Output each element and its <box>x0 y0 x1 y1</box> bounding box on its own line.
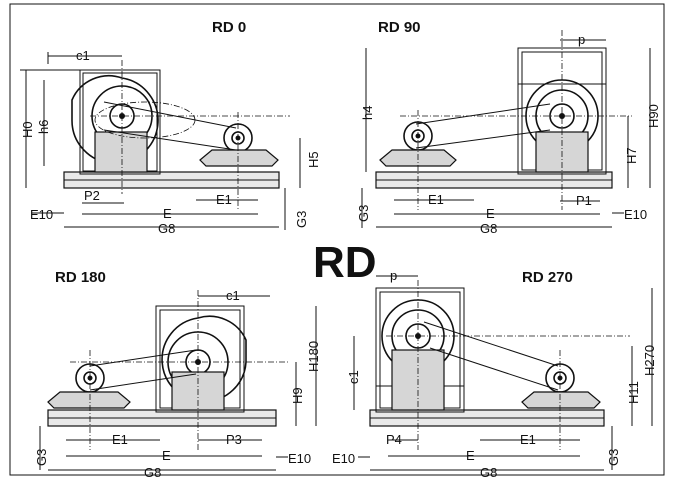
view-rd270: RD 270 p c1 H270 H11 P4 E1 E10 E <box>332 268 657 480</box>
motor-mount <box>521 391 601 409</box>
motor-mount <box>47 391 131 409</box>
view-title-rd90: RD 90 <box>378 19 421 36</box>
dim-H270: H270 <box>642 345 657 376</box>
fan-housing <box>79 69 161 175</box>
dim-E1: E1 <box>520 432 536 447</box>
dim-G8: G8 <box>480 221 497 236</box>
dim-E1: E1 <box>428 192 444 207</box>
dim-P4: P4 <box>386 432 402 447</box>
dim-G8: G8 <box>158 221 175 236</box>
view-title-rd0: RD 0 <box>212 19 246 36</box>
view-title-rd180: RD 180 <box>55 269 106 286</box>
fan-pedestal <box>94 131 148 173</box>
dim-H90: H90 <box>646 104 661 128</box>
dim-H11: H11 <box>626 381 641 404</box>
view-rd90: RD 90 p h4 H90 H7 G3 E1 E P1 <box>356 19 661 236</box>
dim-E: E <box>162 448 171 463</box>
dim-H0: H0 <box>20 121 35 138</box>
dim-H5: H5 <box>306 151 321 168</box>
dim-H7: H7 <box>624 147 639 164</box>
dim-E1: E1 <box>112 432 128 447</box>
dim-H180: H180 <box>306 341 321 372</box>
motor-mount <box>199 149 279 167</box>
dim-P2: P2 <box>84 188 100 203</box>
dim-c1: c1 <box>346 370 361 384</box>
dim-p: p <box>390 268 397 283</box>
dim-p: p <box>578 32 585 47</box>
dim-c1: c1 <box>76 48 90 63</box>
view-rd180: RD 180 c1 H180 H9 E1 P3 G3 E E10 <box>34 269 321 480</box>
dim-G8: G8 <box>480 465 497 480</box>
dim-E10: E10 <box>30 207 53 222</box>
dim-H9: H9 <box>290 387 305 404</box>
fan-housing <box>155 305 245 413</box>
dim-G3: G3 <box>34 449 49 466</box>
view-title-rd270: RD 270 <box>522 269 573 286</box>
fan-housing <box>375 287 465 413</box>
dim-G8: G8 <box>144 465 161 480</box>
dim-E10: E10 <box>332 451 355 466</box>
dim-E1: E1 <box>216 192 232 207</box>
dim-E: E <box>466 448 475 463</box>
main-title: RD <box>313 238 377 287</box>
dim-P1: P1 <box>576 193 592 208</box>
view-rd0: RD 0 c1 H0 h6 H5 P2 <box>20 19 321 236</box>
dim-c1: c1 <box>226 288 240 303</box>
dim-P3: P3 <box>226 432 242 447</box>
dim-G3: G3 <box>294 211 309 228</box>
dim-h4: h4 <box>360 106 375 120</box>
dim-E: E <box>163 206 172 221</box>
dim-h6: h6 <box>36 120 51 134</box>
dim-G3: G3 <box>606 449 621 466</box>
dim-E10: E10 <box>624 207 647 222</box>
dim-E10: E10 <box>288 451 311 466</box>
dim-E: E <box>486 206 495 221</box>
dim-G3: G3 <box>356 205 371 222</box>
